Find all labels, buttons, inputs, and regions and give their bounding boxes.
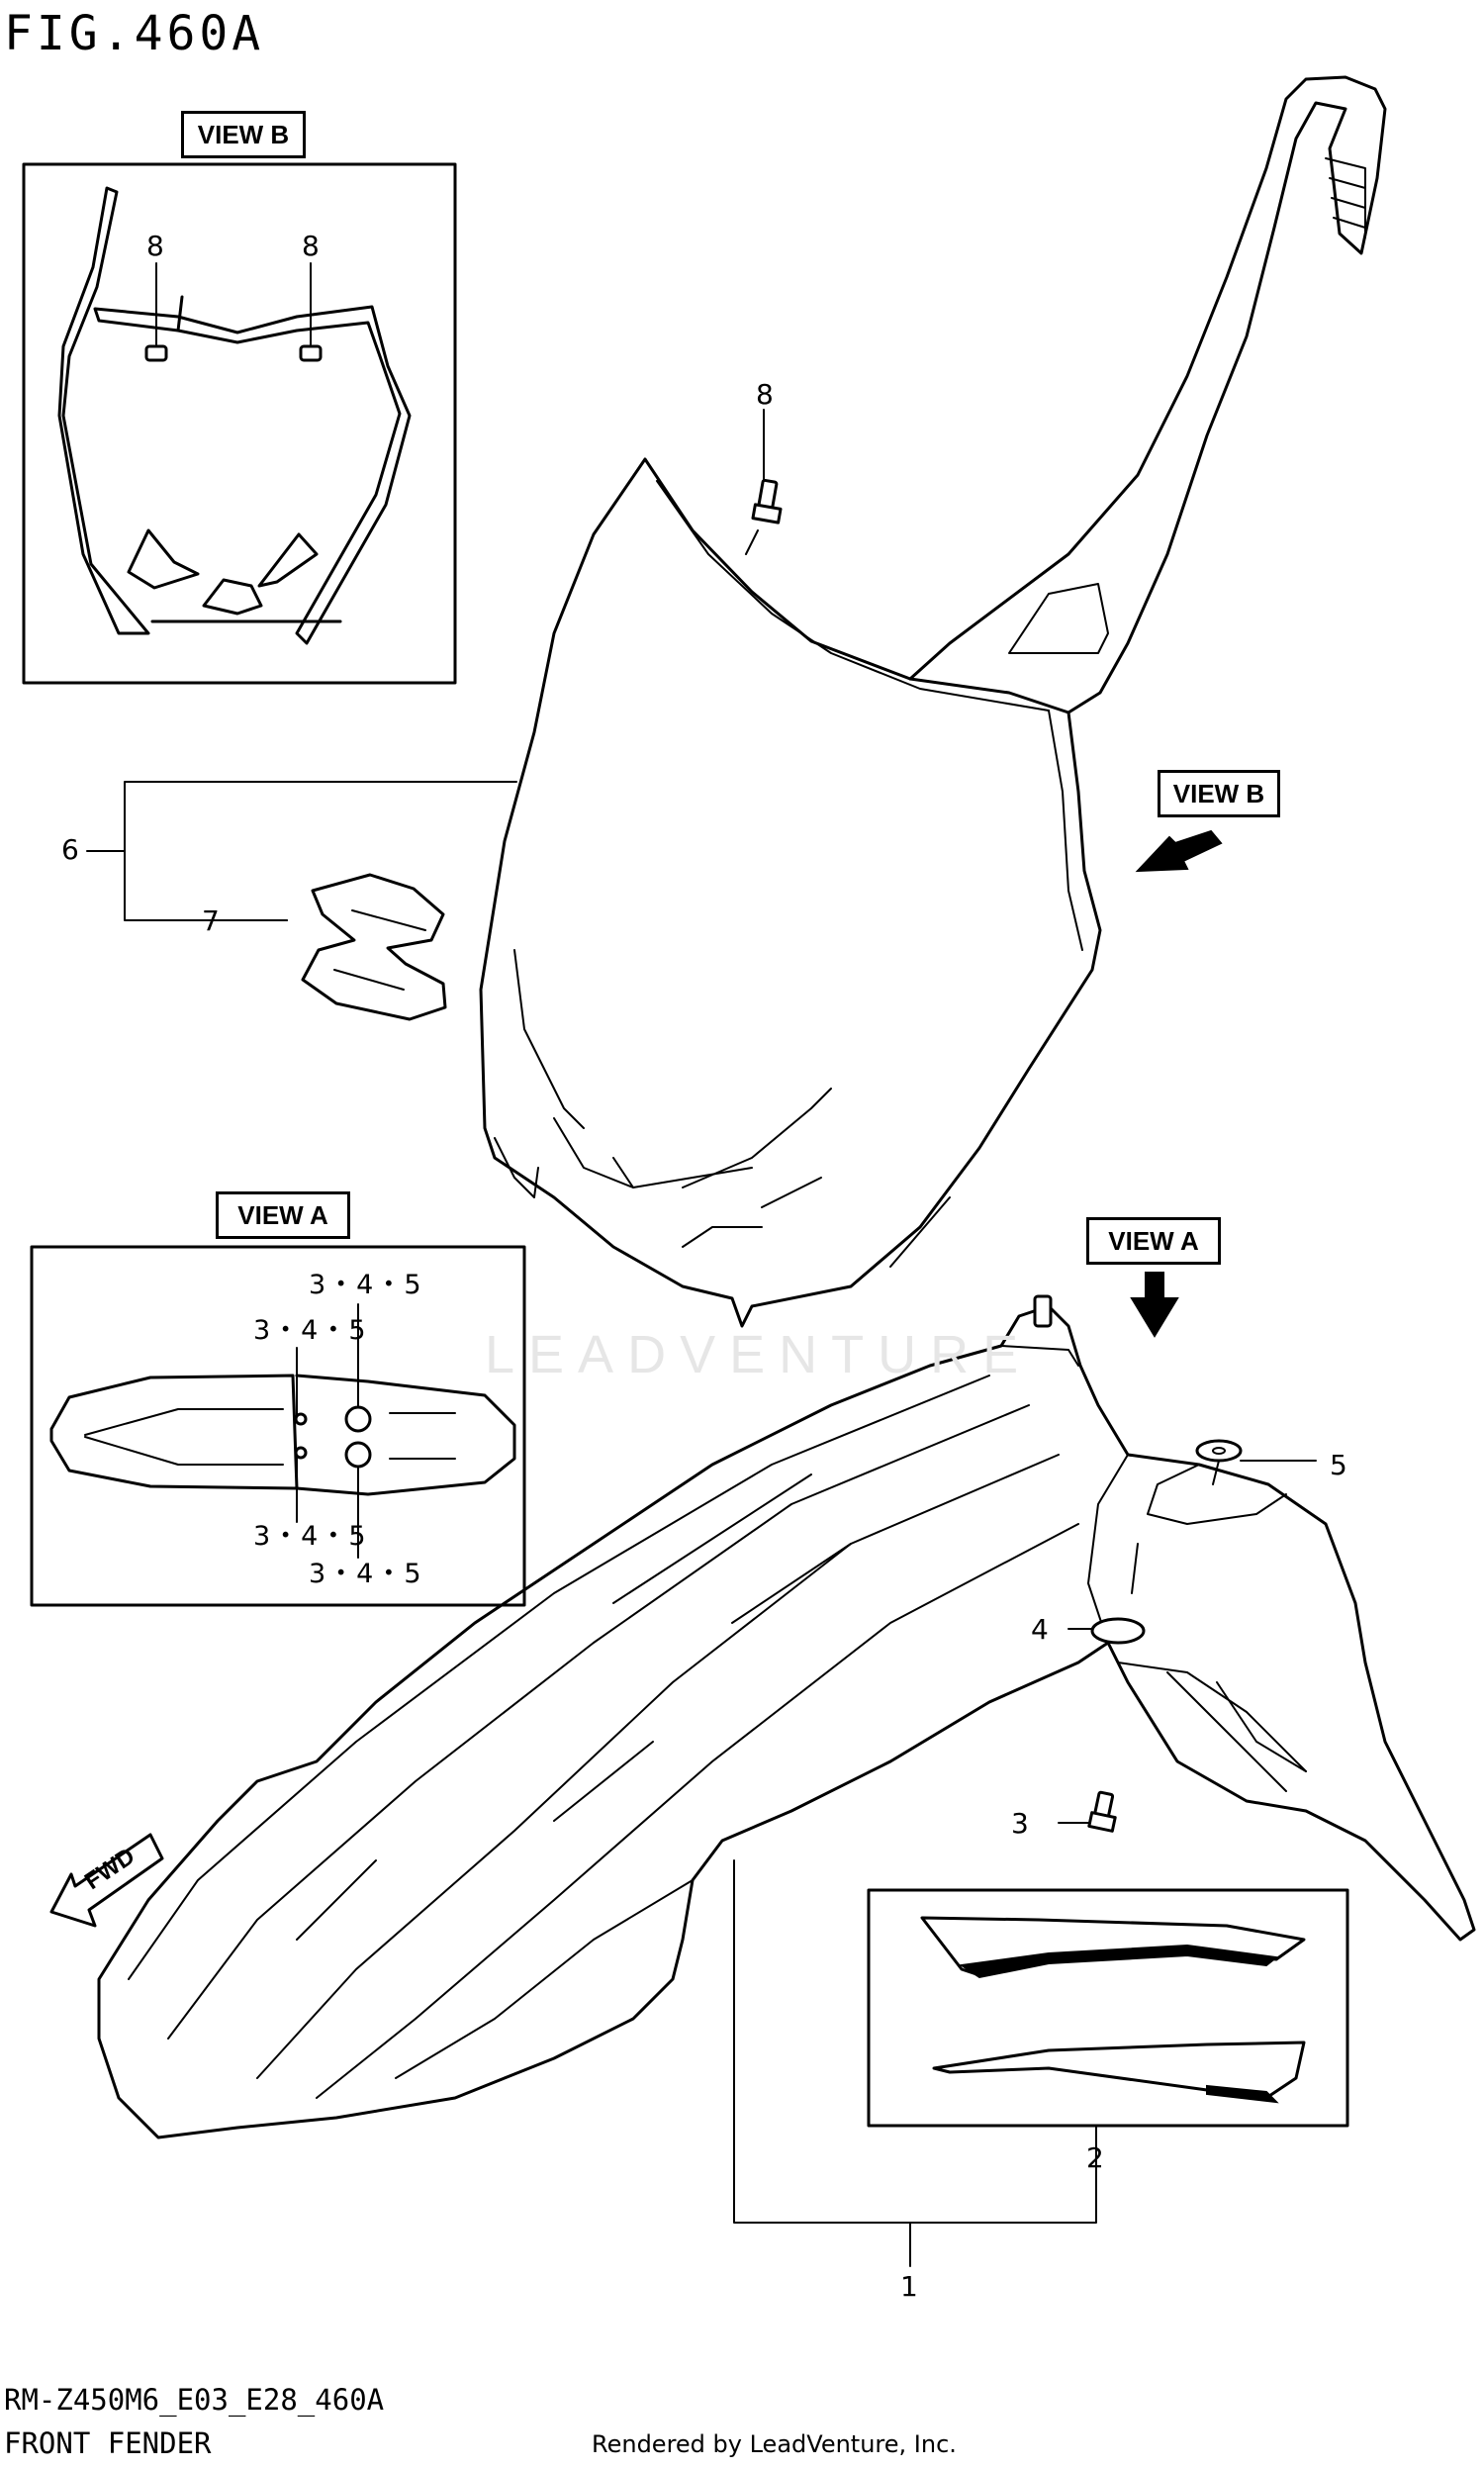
figure-title: FIG.460A: [4, 6, 265, 61]
callout-6: 6: [61, 833, 79, 866]
callout-8-left: 8: [146, 230, 164, 262]
callout-345-bottom-right: 3・4・5: [309, 1559, 423, 1589]
figure-name: FRONT FENDER: [4, 2426, 212, 2460]
washer-5-drawing: [1195, 1439, 1317, 1485]
rendered-by-credit: Rendered by LeadVenture, Inc.: [592, 2430, 957, 2458]
view-b-label-inset: VIEW B: [181, 111, 306, 158]
callout-345-top-right: 3・4・5: [309, 1270, 423, 1300]
callout-3: 3: [1011, 1807, 1029, 1840]
fender-decal-inset: [867, 1888, 1349, 2128]
view-a-label-inset: VIEW A: [216, 1191, 350, 1239]
view-b-arrow: [1135, 829, 1223, 873]
fwd-arrow: [49, 1833, 164, 1928]
view-a-inset: [30, 1245, 526, 1607]
front-fender-drawing: [97, 1294, 1476, 2139]
bolt-3-drawing: [1058, 1790, 1117, 1833]
callout-7: 7: [202, 904, 220, 937]
number-plate-drawing: [479, 75, 1387, 1328]
view-a-label-main: VIEW A: [1086, 1217, 1221, 1265]
washer-4-drawing: [1067, 1543, 1146, 1645]
view-a-arrow: [1130, 1272, 1179, 1338]
leader-lines: [86, 781, 1097, 2267]
model-code: RM-Z450M6_E03_E28_460A: [4, 2383, 385, 2417]
callout-4: 4: [1031, 1613, 1049, 1646]
callout-8-right: 8: [302, 230, 320, 262]
view-b-label-main: VIEW B: [1158, 770, 1280, 817]
callout-1: 1: [900, 2270, 918, 2303]
callout-2: 2: [1086, 2141, 1104, 2174]
callout-345-bottom-left: 3・4・5: [253, 1521, 368, 1552]
plate-bolt-drawing: [745, 409, 783, 555]
callout-5: 5: [1330, 1449, 1347, 1481]
view-b-inset: [22, 162, 457, 685]
callout-8-main: 8: [756, 378, 774, 411]
suzuki-decal-drawing: [301, 873, 447, 1021]
watermark: LEADVENTURE: [485, 1325, 1033, 1384]
callout-345-top-left: 3・4・5: [253, 1315, 368, 1346]
